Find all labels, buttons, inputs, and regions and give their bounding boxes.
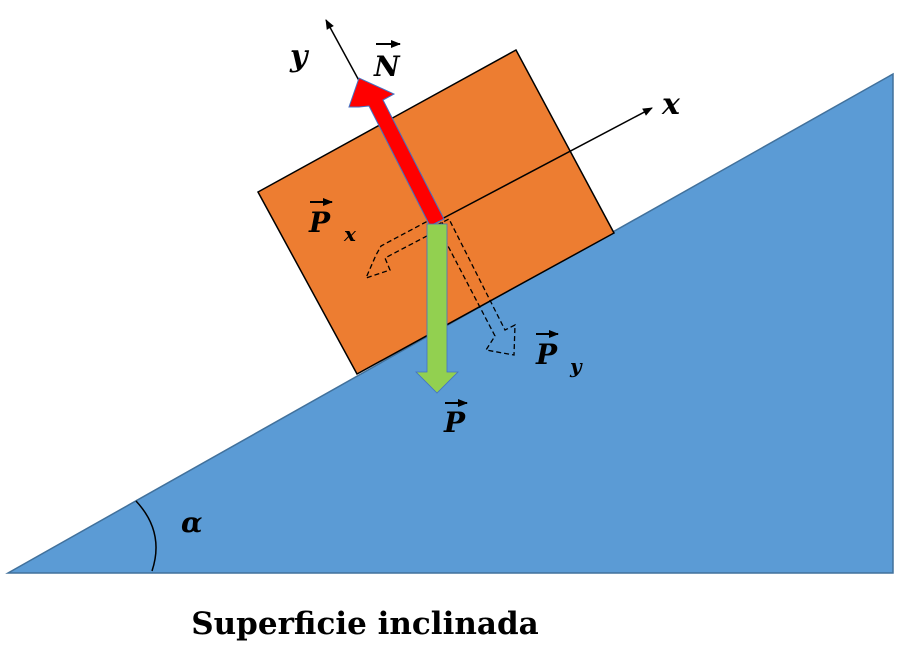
normal-label-text: N [373,50,401,83]
x-axis-label: x [661,87,681,122]
normal-force-arrow [348,77,445,227]
normal-label: N [373,40,401,83]
py-label: P y [535,330,583,378]
x-axis [435,107,653,223]
py-label-letter: P [535,338,558,371]
y-axis-label: y [289,39,310,74]
weight-arrow [415,223,459,394]
caption: Superficie inclinada [191,606,539,642]
px-label-subscript: x [343,222,357,246]
py-label-subscript: y [569,354,583,378]
px-label: P x [308,198,357,246]
angle-label: α [181,506,203,539]
angle-arc [135,500,157,572]
px-label-letter: P [308,206,331,239]
weight-label: P [443,399,468,439]
weight-label-text: P [443,406,466,439]
py-component-arrow [436,218,516,356]
